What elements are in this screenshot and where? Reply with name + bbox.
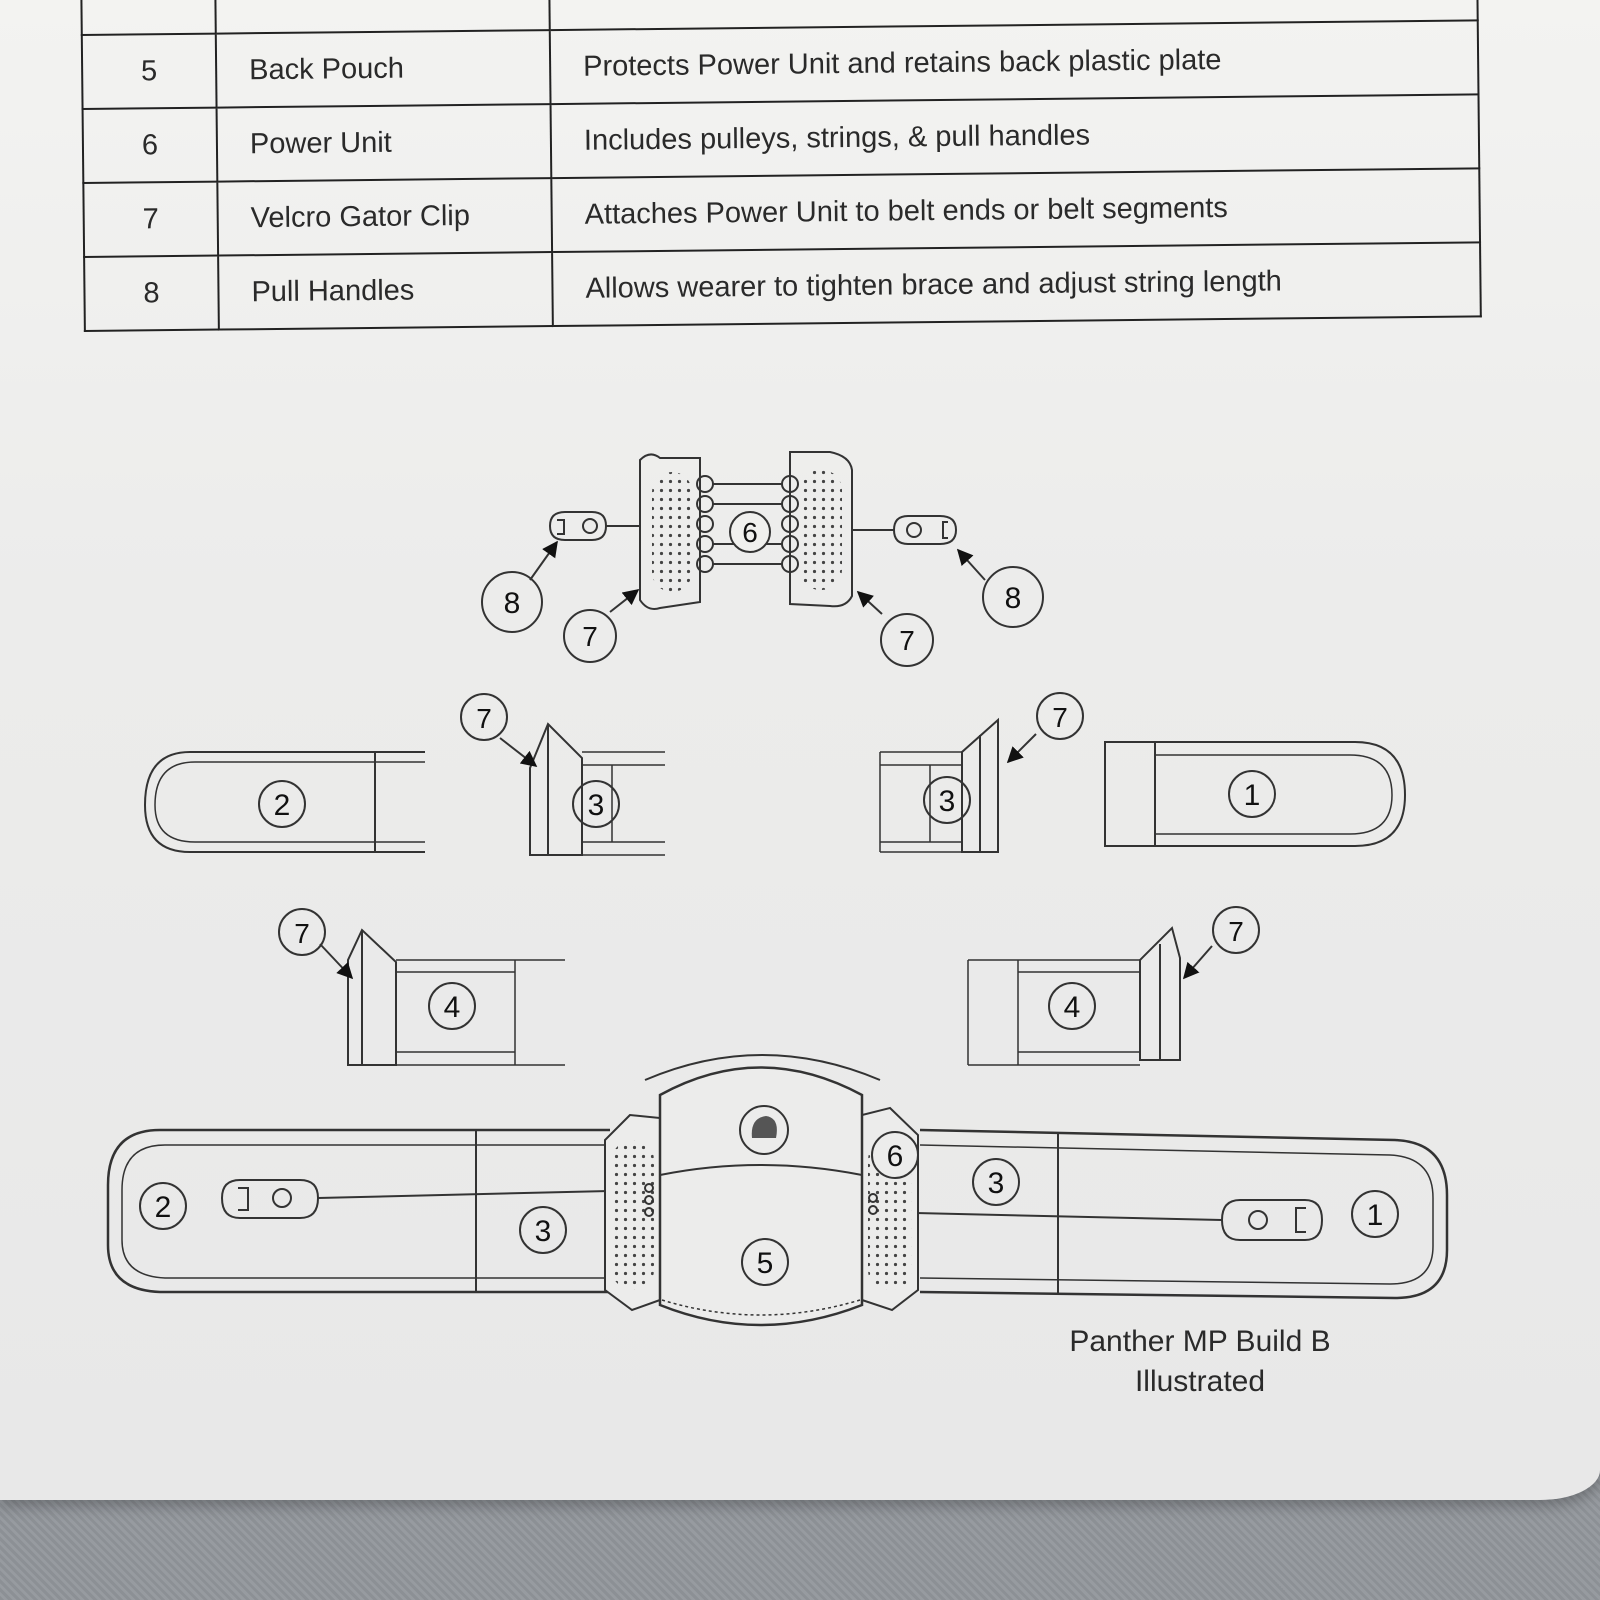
- back-pouch: [658, 1066, 864, 1327]
- segment-right-part: 3 7: [879, 692, 1084, 853]
- callout-circle: [729, 511, 771, 553]
- callout-label: 6: [887, 1140, 904, 1173]
- callout-label: 7: [899, 625, 915, 656]
- callout-label: 7: [582, 621, 598, 652]
- callout-label: 2: [155, 1191, 172, 1224]
- arrow: [499, 737, 538, 767]
- pulleys: [696, 475, 799, 573]
- callout-circle: [880, 613, 934, 667]
- callout-circle: [982, 566, 1044, 628]
- segment4-left-part: 4 7: [278, 908, 565, 1066]
- callout-label: 2: [274, 789, 291, 822]
- parts-table: 5 Back Pouch Protects Power Unit and ret…: [80, 0, 1482, 332]
- part-name: Power Unit: [216, 104, 552, 182]
- panther-logo: [739, 1105, 789, 1155]
- arrow: [1182, 945, 1213, 980]
- callout-label: 8: [504, 587, 521, 620]
- callout-label: 7: [1228, 916, 1244, 947]
- arrow: [529, 540, 558, 581]
- callout-circle: [481, 571, 543, 633]
- callout-label: 7: [476, 703, 492, 734]
- part-description: Protects Power Unit and retains back pla…: [549, 20, 1479, 105]
- clip-pad-left: [639, 453, 701, 610]
- segment-left-part: 3 7: [460, 693, 665, 856]
- arrow: [319, 943, 354, 980]
- callout-label: 4: [444, 991, 461, 1024]
- table-row: 8 Pull Handles Allows wearer to tighten …: [84, 242, 1481, 331]
- callout-label: 1: [1244, 779, 1261, 812]
- callout-label: 7: [1052, 702, 1068, 733]
- pull-handle-right: [852, 515, 958, 545]
- part-description: Attaches Power Unit to belt ends or belt…: [551, 168, 1481, 253]
- caption-line: Illustrated: [1134, 1365, 1266, 1398]
- clip-pad-right: [789, 451, 853, 608]
- part-name: Velcro Gator Clip: [217, 178, 553, 256]
- power-unit-exploded: 6 8 8 7 7: [481, 451, 1044, 667]
- part-name: Pull Handles: [218, 252, 553, 330]
- callout-label: 1: [1367, 1199, 1384, 1232]
- callout-label: 4: [1064, 991, 1081, 1024]
- pull-handle-right: [869, 1199, 1324, 1241]
- caption-line: Panther MP Build B: [1069, 1325, 1331, 1358]
- callout-label: 7: [294, 918, 310, 949]
- part-description: Includes pulleys, strings, & pull handle…: [550, 94, 1480, 179]
- callout-label: 5: [757, 1247, 774, 1280]
- callout-label: 8: [1005, 582, 1022, 615]
- arrow: [1006, 733, 1037, 764]
- arrow: [956, 548, 986, 581]
- part-number: 6: [82, 107, 218, 183]
- part-number: 7: [83, 181, 219, 257]
- arrow: [856, 590, 883, 615]
- callout-label: 6: [742, 517, 758, 548]
- belt-end-right-part: 1: [1104, 741, 1407, 847]
- callout-circle: [563, 609, 617, 663]
- assembled-brace: 2 3 5 6 3 1: [106, 1054, 1449, 1327]
- part-number: 8: [84, 255, 219, 331]
- belt-end-left-part: 2: [143, 751, 425, 853]
- pull-handle-left: [220, 1179, 651, 1219]
- callout-label: 3: [939, 785, 956, 818]
- arrow: [609, 589, 640, 613]
- callout-label: 3: [535, 1215, 552, 1248]
- part-name: Back Pouch: [215, 30, 551, 108]
- table-cell: [81, 0, 216, 35]
- diagram-caption: Panther MP Build B Illustrated: [1030, 1322, 1370, 1402]
- segment4-right-part: 4 7: [967, 906, 1260, 1066]
- assembly-diagram: 6 8 8 7 7 2 3 7: [106, 451, 1449, 1327]
- table-cell: [215, 0, 550, 34]
- instruction-sheet: 5 Back Pouch Protects Power Unit and ret…: [0, 0, 1600, 1500]
- part-description: Allows wearer to tighten brace and adjus…: [552, 242, 1481, 327]
- part-number: 5: [81, 33, 217, 109]
- callout-label: 3: [588, 789, 605, 822]
- pull-handle-left: [548, 511, 640, 541]
- callout-label: 3: [988, 1167, 1005, 1200]
